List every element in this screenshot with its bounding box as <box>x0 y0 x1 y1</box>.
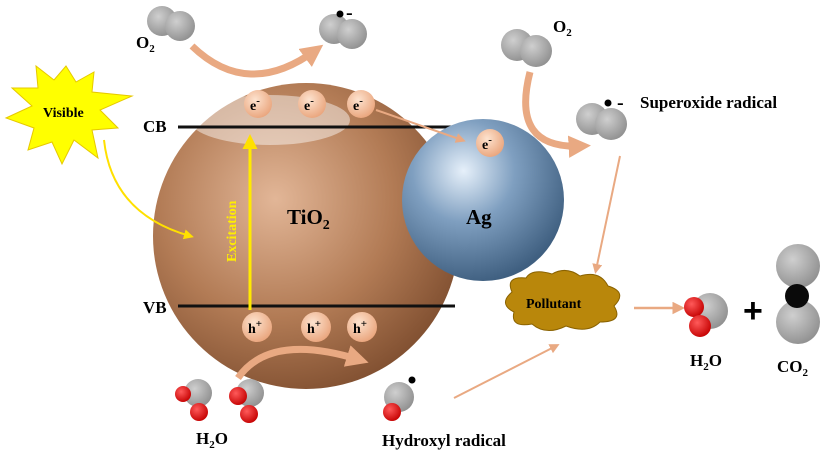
sun-burst-icon <box>4 64 134 166</box>
hydroxyl-label: Hydroxyl radical <box>382 431 506 450</box>
o2-label-left: O2 <box>136 33 155 55</box>
oxidation-arrow <box>235 345 369 381</box>
svg-text:e-: e- <box>304 95 314 114</box>
svg-text:e-: e- <box>353 95 363 114</box>
h2o-molecule-icon <box>175 379 264 423</box>
svg-text:e-: e- <box>482 134 492 153</box>
o2-reduction-arrow-top <box>189 43 324 78</box>
hydroxyl-to-pollutant-arrow <box>453 344 560 399</box>
ag-sphere <box>402 119 564 281</box>
o2-molecule-right <box>501 29 552 67</box>
visible-label: Visible <box>43 106 84 121</box>
excitation-label: Excitation <box>225 200 240 262</box>
h2o-product-molecule <box>684 293 728 337</box>
h2o-label-right: H2O <box>690 351 722 373</box>
plus-sign: + <box>743 292 763 330</box>
ag-label: Ag <box>466 205 492 229</box>
electron-1: e- <box>244 90 272 118</box>
o2-molecule-icon <box>147 6 195 41</box>
electron-2: e- <box>298 90 326 118</box>
pollutant-label: Pollutant <box>526 297 582 312</box>
co2-molecule-icon <box>776 244 820 344</box>
pollutant-blob <box>505 270 621 331</box>
tio2-label: TiO2 <box>287 205 330 233</box>
electron-ag: e- <box>476 129 504 157</box>
superoxide-to-pollutant-arrow <box>592 155 621 274</box>
hole-1: h+ <box>242 312 272 342</box>
cb-label: CB <box>143 117 167 136</box>
svg-text:h+: h+ <box>353 318 367 337</box>
svg-text:h+: h+ <box>248 318 262 337</box>
superoxide-molecule-top <box>319 10 367 49</box>
hole-3: h+ <box>347 312 377 342</box>
vb-label: VB <box>143 298 167 317</box>
svg-text:h+: h+ <box>307 318 321 337</box>
o2-reduction-arrow-right <box>522 71 591 158</box>
superoxide-charge: - <box>617 92 624 114</box>
hole-2: h+ <box>301 312 331 342</box>
co2-label: CO2 <box>777 357 809 379</box>
superoxide-molecule <box>576 99 627 140</box>
svg-text:e-: e- <box>250 95 260 114</box>
superoxide-label: Superoxide radical <box>640 93 777 112</box>
hydroxyl-molecule <box>383 376 416 421</box>
o2-top-charge: - <box>346 2 353 24</box>
electron-transfer-arrow <box>375 109 466 143</box>
electron-3: e- <box>347 90 375 118</box>
light-arrow <box>103 139 194 240</box>
h2o-label-left: H2O <box>196 429 228 451</box>
o2-label-right: O2 <box>553 17 572 39</box>
